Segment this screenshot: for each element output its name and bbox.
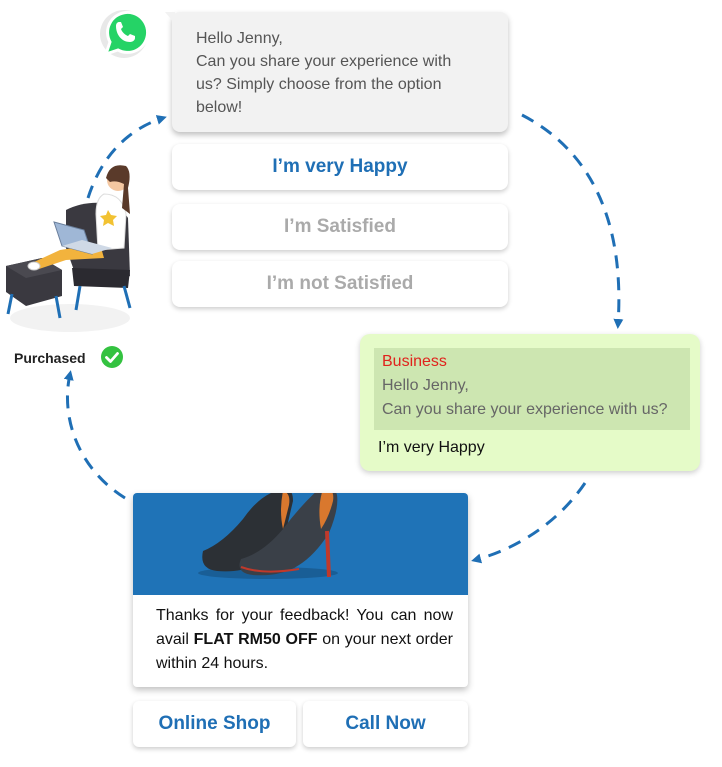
check-icon bbox=[100, 345, 124, 369]
offer-highlight: FLAT RM50 OFF bbox=[193, 631, 318, 648]
question-line: Hello Jenny, bbox=[196, 30, 283, 47]
bubble-tail bbox=[165, 12, 175, 24]
offer-text-before: Thanks for your feedback! You can now av… bbox=[156, 607, 453, 648]
arrow-to-purchased bbox=[63, 370, 126, 500]
question-bubble: Hello Jenny, Can you share your experien… bbox=[165, 12, 508, 132]
option-not-satisfied-button[interactable]: I’m not Satisfied bbox=[172, 261, 508, 307]
quote-line: Can you share your experience with us? bbox=[382, 401, 668, 418]
person-on-laptop-illustration bbox=[0, 158, 160, 338]
question-line: us? Simply choose from the option bbox=[196, 76, 442, 93]
quote-line: Hello Jenny, bbox=[382, 377, 469, 394]
quoted-message: Business Hello Jenny, Can you share your… bbox=[374, 348, 690, 430]
call-now-button[interactable]: Call Now bbox=[303, 701, 468, 747]
online-shop-button[interactable]: Online Shop bbox=[133, 701, 296, 747]
question-line: Can you share your experience with bbox=[196, 53, 452, 70]
option-very-happy-button[interactable]: I’m very Happy bbox=[172, 144, 508, 190]
whatsapp-icon bbox=[96, 4, 152, 60]
reply-bubble: Business Hello Jenny, Can you share your… bbox=[360, 334, 700, 471]
arrow-to-question bbox=[86, 115, 167, 199]
offer-text-after: on your next order within 24 hours. bbox=[156, 631, 454, 672]
offer-card: Thanks for your feedback! You can now av… bbox=[133, 493, 468, 687]
high-heels-illustration bbox=[198, 493, 338, 579]
arrow-to-offer bbox=[471, 482, 587, 564]
offer-banner bbox=[133, 493, 468, 595]
quote-sender: Business bbox=[382, 353, 447, 370]
question-line: below! bbox=[196, 99, 243, 116]
offer-message: Thanks for your feedback! You can now av… bbox=[156, 604, 453, 676]
purchased-label: Purchased bbox=[14, 350, 86, 366]
reply-answer: I’m very Happy bbox=[378, 439, 485, 456]
option-satisfied-button[interactable]: I’m Satisfied bbox=[172, 204, 508, 250]
arrow-to-reply bbox=[521, 113, 624, 329]
